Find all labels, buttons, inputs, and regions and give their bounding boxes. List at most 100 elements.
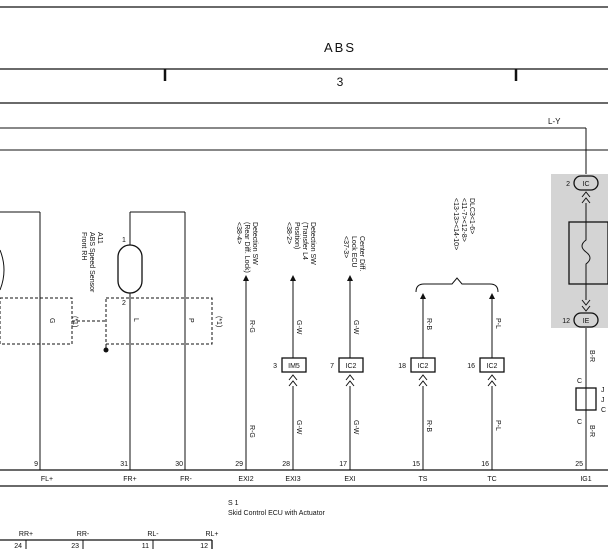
svg-text:B-R: B-R	[588, 350, 595, 362]
svg-text:25: 25	[575, 461, 583, 468]
shield-box-right	[105, 297, 213, 345]
svg-text:12: 12	[200, 543, 208, 549]
svg-text:R-B: R-B	[425, 420, 432, 432]
shield-label-left: (*1)	[71, 316, 78, 327]
shield-box-left	[0, 297, 73, 345]
svg-text:R-B: R-B	[425, 318, 432, 330]
svg-text:16: 16	[481, 461, 489, 468]
sensor-ref: A11	[96, 232, 103, 244]
svg-text:TC: TC	[487, 476, 496, 483]
connection-ts: R-B IC2 18 R-B	[398, 293, 436, 470]
svg-text:EXI3: EXI3	[285, 476, 300, 483]
svg-text:IM5: IM5	[288, 363, 300, 370]
svg-text:12: 12	[562, 318, 570, 325]
bottom-terminal-rl-minus: RL- 11	[142, 531, 159, 549]
shield-label-right: (*1)	[215, 316, 222, 327]
dlc3-group: DLC3<1-6> <11-7><12-8> <13-13><14-10>	[415, 198, 499, 293]
svg-text:11: 11	[142, 543, 149, 549]
svg-text:17: 17	[339, 461, 347, 468]
junction-connector-j	[575, 387, 597, 411]
svg-text:IG1: IG1	[580, 476, 591, 483]
svg-text:FL+: FL+	[41, 476, 53, 483]
connection-exi2: Detection SW (Rear Diff. Lock) <38-4> R-…	[235, 222, 258, 470]
svg-text:9: 9	[34, 461, 38, 468]
svg-text:RL+: RL+	[205, 531, 218, 538]
svg-text:R-G: R-G	[248, 320, 255, 333]
connection-exi: Center Diff. Lock ECU <37-3> G-W IC2 7 G…	[330, 236, 365, 470]
connection-exi3: Detection SW (Transfer L4 Position) <38-…	[273, 222, 316, 470]
bottom-terminal-rr-minus: RR- 23	[71, 531, 90, 549]
svg-text:3: 3	[273, 363, 277, 370]
svg-text:J: J	[601, 387, 605, 394]
wire-label-ly: L-Y	[548, 117, 561, 126]
svg-text:2: 2	[566, 181, 570, 188]
svg-text:30: 30	[175, 461, 183, 468]
svg-text:Detection SW: Detection SW	[251, 222, 258, 265]
sensor-pin2: 2	[122, 300, 126, 307]
ecu-name: Skid Control ECU with Actuator	[228, 510, 326, 517]
bottom-terminal-rl-plus: RL+ 12	[200, 531, 218, 549]
section-number: 3	[337, 75, 344, 89]
svg-text:Center Diff.: Center Diff.	[358, 236, 365, 271]
svg-text:Lock ECU: Lock ECU	[350, 236, 357, 268]
svg-text:G-W: G-W	[352, 320, 359, 335]
svg-text:<13-13><14-10>: <13-13><14-10>	[452, 198, 459, 250]
svg-text:EXI2: EXI2	[238, 476, 253, 483]
svg-text:Position): Position)	[293, 222, 300, 249]
junction-shading	[551, 174, 608, 328]
wire-label-g: G	[48, 318, 55, 323]
svg-text:Detection SW: Detection SW	[309, 222, 316, 265]
svg-text:FR-: FR-	[180, 476, 192, 483]
junction-block: IC 2 IE 12	[551, 174, 608, 328]
sensor-body	[117, 244, 143, 294]
sensor-position: Front RH	[80, 232, 87, 260]
svg-text:P-L: P-L	[494, 420, 501, 431]
svg-text:RR+: RR+	[19, 531, 33, 538]
svg-text:G-W: G-W	[295, 420, 302, 435]
system-title: ABS	[324, 40, 356, 55]
svg-text:(Transfer L4: (Transfer L4	[301, 222, 308, 260]
svg-text:23: 23	[71, 543, 79, 549]
svg-text:J: J	[601, 397, 605, 404]
bottom-terminal-rr-plus: RR+ 24	[14, 531, 33, 549]
svg-text:<11-7><12-8>: <11-7><12-8>	[460, 198, 467, 242]
sensor-name: ABS Speed Sensor	[88, 232, 95, 293]
svg-text:C: C	[577, 378, 582, 385]
svg-text:C: C	[601, 407, 606, 414]
wire-label-p: P	[187, 318, 194, 323]
svg-text:FR+: FR+	[123, 476, 136, 483]
svg-text:R-G: R-G	[248, 425, 255, 438]
svg-text:IE: IE	[583, 318, 590, 325]
svg-text:24: 24	[14, 543, 22, 549]
partial-sensor-left	[0, 249, 5, 291]
connection-tc: P-L IC2 16 P-L	[467, 293, 505, 470]
svg-text:TS: TS	[419, 476, 428, 483]
svg-text:<38-4>: <38-4>	[235, 222, 242, 244]
svg-text:29: 29	[235, 461, 243, 468]
svg-text:(Rear Diff. Lock): (Rear Diff. Lock)	[243, 222, 250, 273]
fuse-icon	[581, 222, 591, 284]
fuse-box	[568, 221, 608, 285]
svg-text:DLC3<1-6>: DLC3<1-6>	[468, 198, 475, 234]
svg-text:C: C	[577, 419, 582, 426]
svg-text:G-W: G-W	[295, 320, 302, 335]
shield-ground-node	[103, 347, 109, 353]
svg-text:G-W: G-W	[352, 420, 359, 435]
svg-text:EXI: EXI	[344, 476, 355, 483]
svg-text:B-R: B-R	[588, 425, 595, 437]
svg-text:RR-: RR-	[77, 531, 90, 538]
svg-text:16: 16	[467, 363, 475, 370]
svg-text:P-L: P-L	[494, 318, 501, 329]
svg-text:18: 18	[398, 363, 406, 370]
svg-text:31: 31	[120, 461, 128, 468]
svg-text:IC: IC	[583, 181, 590, 188]
svg-text:IC2: IC2	[418, 363, 429, 370]
svg-text:28: 28	[282, 461, 290, 468]
svg-text:15: 15	[412, 461, 420, 468]
svg-text:7: 7	[330, 363, 334, 370]
svg-text:<37-3>: <37-3>	[342, 236, 349, 258]
svg-text:IC2: IC2	[346, 363, 357, 370]
ecu-ref: S 1	[228, 500, 239, 507]
abs-speed-sensor: A11 ABS Speed Sensor Front RH 1 2	[80, 211, 186, 470]
